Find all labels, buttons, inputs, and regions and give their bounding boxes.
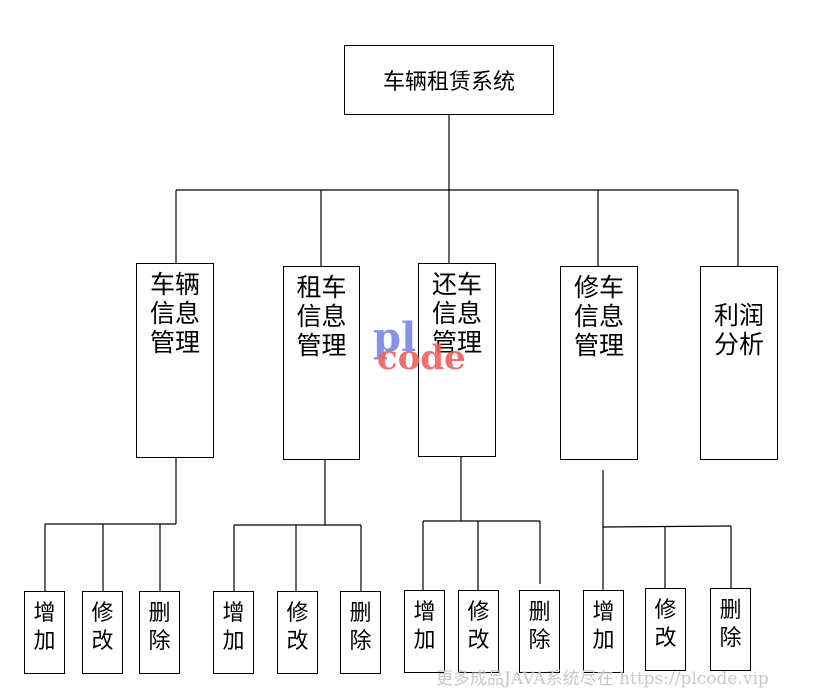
leaf-label: 修改 (654, 598, 677, 651)
leaf-edit: 修改 (645, 588, 686, 671)
leaf-label: 增加 (413, 600, 436, 653)
footer-watermark: 更多成品JAVA系统尽在 https://plcode.vip (436, 669, 769, 689)
module-label: 租车信息管理 (296, 273, 347, 360)
module-return-info: 还车信息管理 (418, 263, 496, 457)
module-label: 利润分析 (713, 301, 764, 359)
module-rental-info: 租车信息管理 (283, 266, 360, 460)
module-label: 修车信息管理 (573, 273, 624, 360)
leaf-label: 增加 (222, 601, 245, 654)
leaf-label: 增加 (592, 600, 615, 653)
leaf-add: 增加 (24, 591, 65, 674)
leaf-delete: 删除 (519, 590, 560, 673)
leaf-edit: 修改 (277, 591, 318, 674)
leaf-label: 删除 (349, 601, 372, 654)
module-vehicle-info: 车辆信息管理 (136, 263, 214, 458)
connector-group-4-bus (602, 525, 732, 528)
leaf-label: 删除 (719, 598, 742, 651)
watermark-pl: pl (373, 314, 417, 361)
leaf-label: 删除 (528, 600, 551, 653)
leaf-delete: 删除 (710, 588, 751, 671)
leaf-label: 修改 (91, 601, 114, 654)
leaf-edit: 修改 (458, 590, 499, 673)
module-repair-info: 修车信息管理 (560, 266, 638, 460)
module-label: 还车信息管理 (431, 270, 482, 357)
leaf-add: 增加 (404, 590, 445, 673)
module-profit-analysis: 利润分析 (700, 266, 778, 460)
leaf-add: 增加 (213, 591, 254, 674)
leaf-delete: 删除 (340, 591, 381, 674)
leaf-edit: 修改 (82, 591, 123, 674)
leaf-label: 增加 (33, 601, 56, 654)
leaf-label: 修改 (286, 601, 309, 654)
leaf-delete: 删除 (139, 591, 180, 674)
root-label: 车辆租赁系统 (382, 70, 515, 95)
module-label: 车辆信息管理 (149, 270, 200, 357)
root-node: 车辆租赁系统 (344, 45, 554, 115)
leaf-label: 删除 (148, 601, 171, 654)
leaf-add: 增加 (583, 590, 624, 673)
watermark-code: code (377, 338, 466, 378)
leaf-label: 修改 (467, 600, 490, 653)
